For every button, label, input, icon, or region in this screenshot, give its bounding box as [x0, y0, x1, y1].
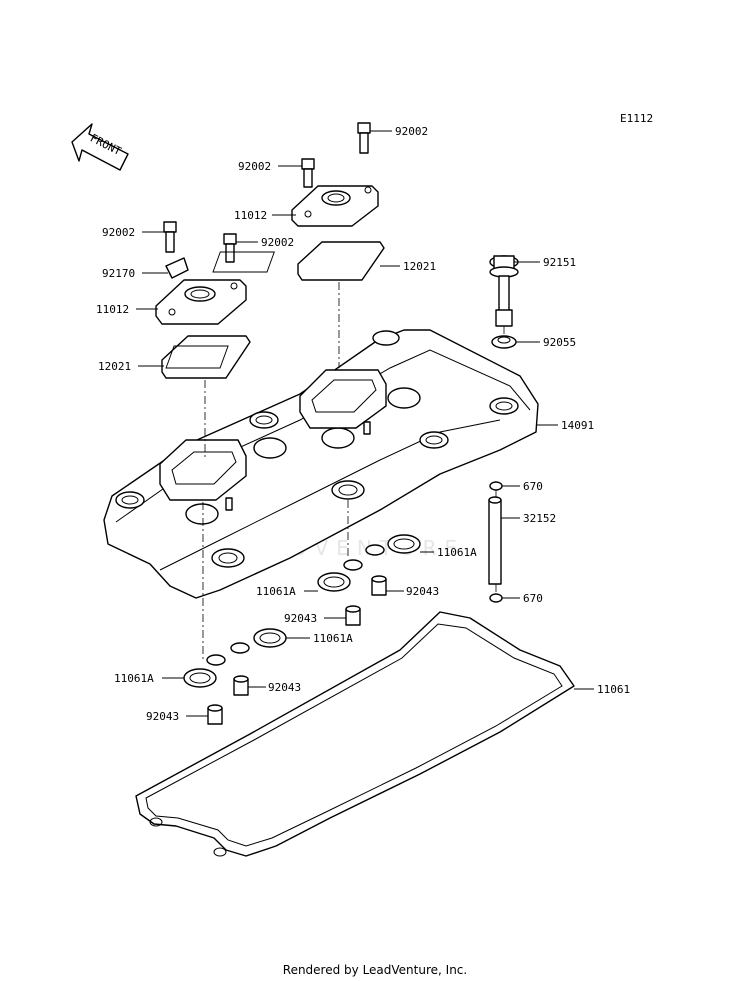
label-92043-2: 92043 [284, 612, 317, 625]
seal-11061A-3[interactable] [230, 628, 287, 654]
label-92043-1: 92043 [406, 585, 439, 598]
oring-670-top[interactable] [489, 481, 503, 491]
label-92002-c: 92002 [102, 226, 135, 239]
label-11061A-3: 11061A [313, 632, 353, 645]
label-92002-a: 92002 [395, 125, 428, 138]
label-11061A-4: 11061A [114, 672, 154, 685]
collar-92043-1[interactable] [371, 575, 387, 596]
label-92170: 92170 [102, 267, 135, 280]
leader-lines [136, 130, 594, 717]
collar-92043-4[interactable] [207, 704, 223, 725]
label-32152: 32152 [523, 512, 556, 525]
figure-code: E1112 [620, 112, 653, 125]
bolt-92002-a[interactable] [357, 122, 371, 154]
seal-11061A-4[interactable] [183, 654, 226, 688]
gasket-12021-left[interactable] [161, 335, 251, 379]
gasket-11061[interactable] [135, 611, 575, 857]
gasket-12021-right[interactable] [212, 241, 385, 281]
bolt-92151[interactable] [489, 255, 519, 327]
label-92002-b: 92002 [238, 160, 271, 173]
cap-11012-upper[interactable] [291, 185, 379, 227]
label-12021-left: 12021 [98, 360, 131, 373]
bolt-92002-b[interactable] [301, 158, 315, 188]
label-92043-4: 92043 [146, 710, 179, 723]
label-12021-right: 12021 [403, 260, 436, 273]
seal-11061A-2[interactable] [317, 559, 363, 592]
label-92151: 92151 [543, 256, 576, 269]
label-11061A-2: 11061A [256, 585, 296, 598]
washer-92055[interactable] [491, 335, 517, 349]
collar-92043-3[interactable] [233, 675, 249, 696]
front-arrow-icon: FRONT [71, 123, 129, 171]
label-670-top: 670 [523, 480, 543, 493]
label-11061: 11061 [597, 683, 630, 696]
label-11012-upper: 11012 [234, 209, 267, 222]
bolt-92002-d[interactable] [223, 233, 237, 263]
label-11061A-1: 11061A [437, 546, 477, 559]
pipe-32152[interactable] [488, 496, 502, 585]
cap-11012-lower[interactable] [155, 279, 247, 325]
label-92055: 92055 [543, 336, 576, 349]
label-11012-lower: 11012 [96, 303, 129, 316]
label-670-bottom: 670 [523, 592, 543, 605]
cylinder-head-cover-14091[interactable] [103, 329, 539, 599]
footer-credit: Rendered by LeadVenture, Inc. [282, 963, 468, 977]
part-labels: 92002 92002 11012 92002 92002 92170 1101… [96, 125, 630, 723]
alignment-lines [202, 282, 505, 660]
seal-11061A-1[interactable] [365, 534, 421, 556]
label-14091: 14091 [561, 419, 594, 432]
label-92043-3: 92043 [268, 681, 301, 694]
bolt-92002-c[interactable] [163, 221, 177, 253]
label-92002-d: 92002 [261, 236, 294, 249]
clamp-92170[interactable] [165, 257, 189, 279]
oring-670-bottom[interactable] [489, 593, 503, 603]
collar-92043-2[interactable] [345, 605, 361, 626]
